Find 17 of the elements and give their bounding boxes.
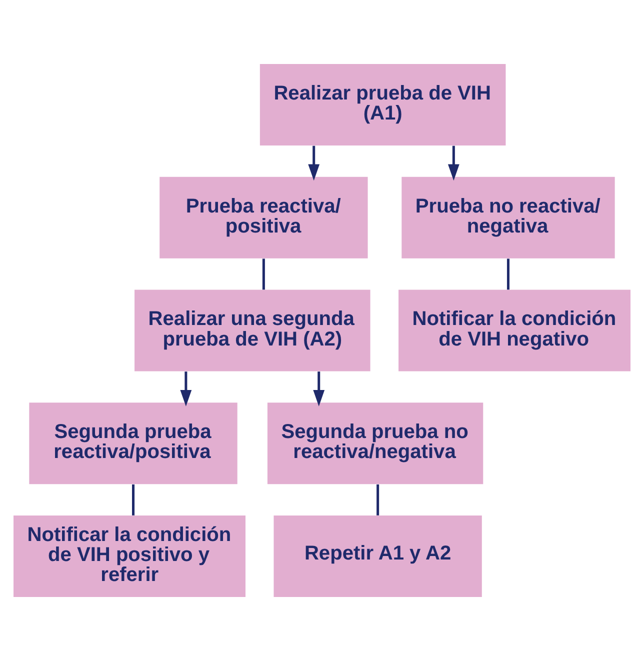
node-box: Segunda prueba no reactiva/negativa — [267, 402, 484, 484]
connector — [132, 484, 135, 516]
node-box: Prueba no reactiva/ negativa — [402, 176, 615, 258]
node-box: Repetir A1 y A2 — [274, 515, 482, 597]
node-box: Notificar la condición de VIH positivo y referir — [14, 515, 246, 597]
arrow — [448, 146, 460, 181]
node-box: Realizar prueba de VIH (A1) — [260, 64, 506, 146]
arrow — [308, 146, 320, 181]
node-box: Realizar una segunda prueba de VIH (A2) — [134, 290, 370, 372]
node-box: Notificar la condición de VIH negativo — [398, 290, 630, 372]
connector — [506, 258, 510, 290]
connector — [376, 484, 380, 516]
node-box: Prueba reactiva/ positiva — [160, 176, 368, 258]
arrow — [180, 372, 192, 406]
arrow — [313, 372, 325, 406]
connector — [262, 258, 265, 290]
node-box: Segunda prueba reactiva/positiva — [29, 402, 238, 484]
